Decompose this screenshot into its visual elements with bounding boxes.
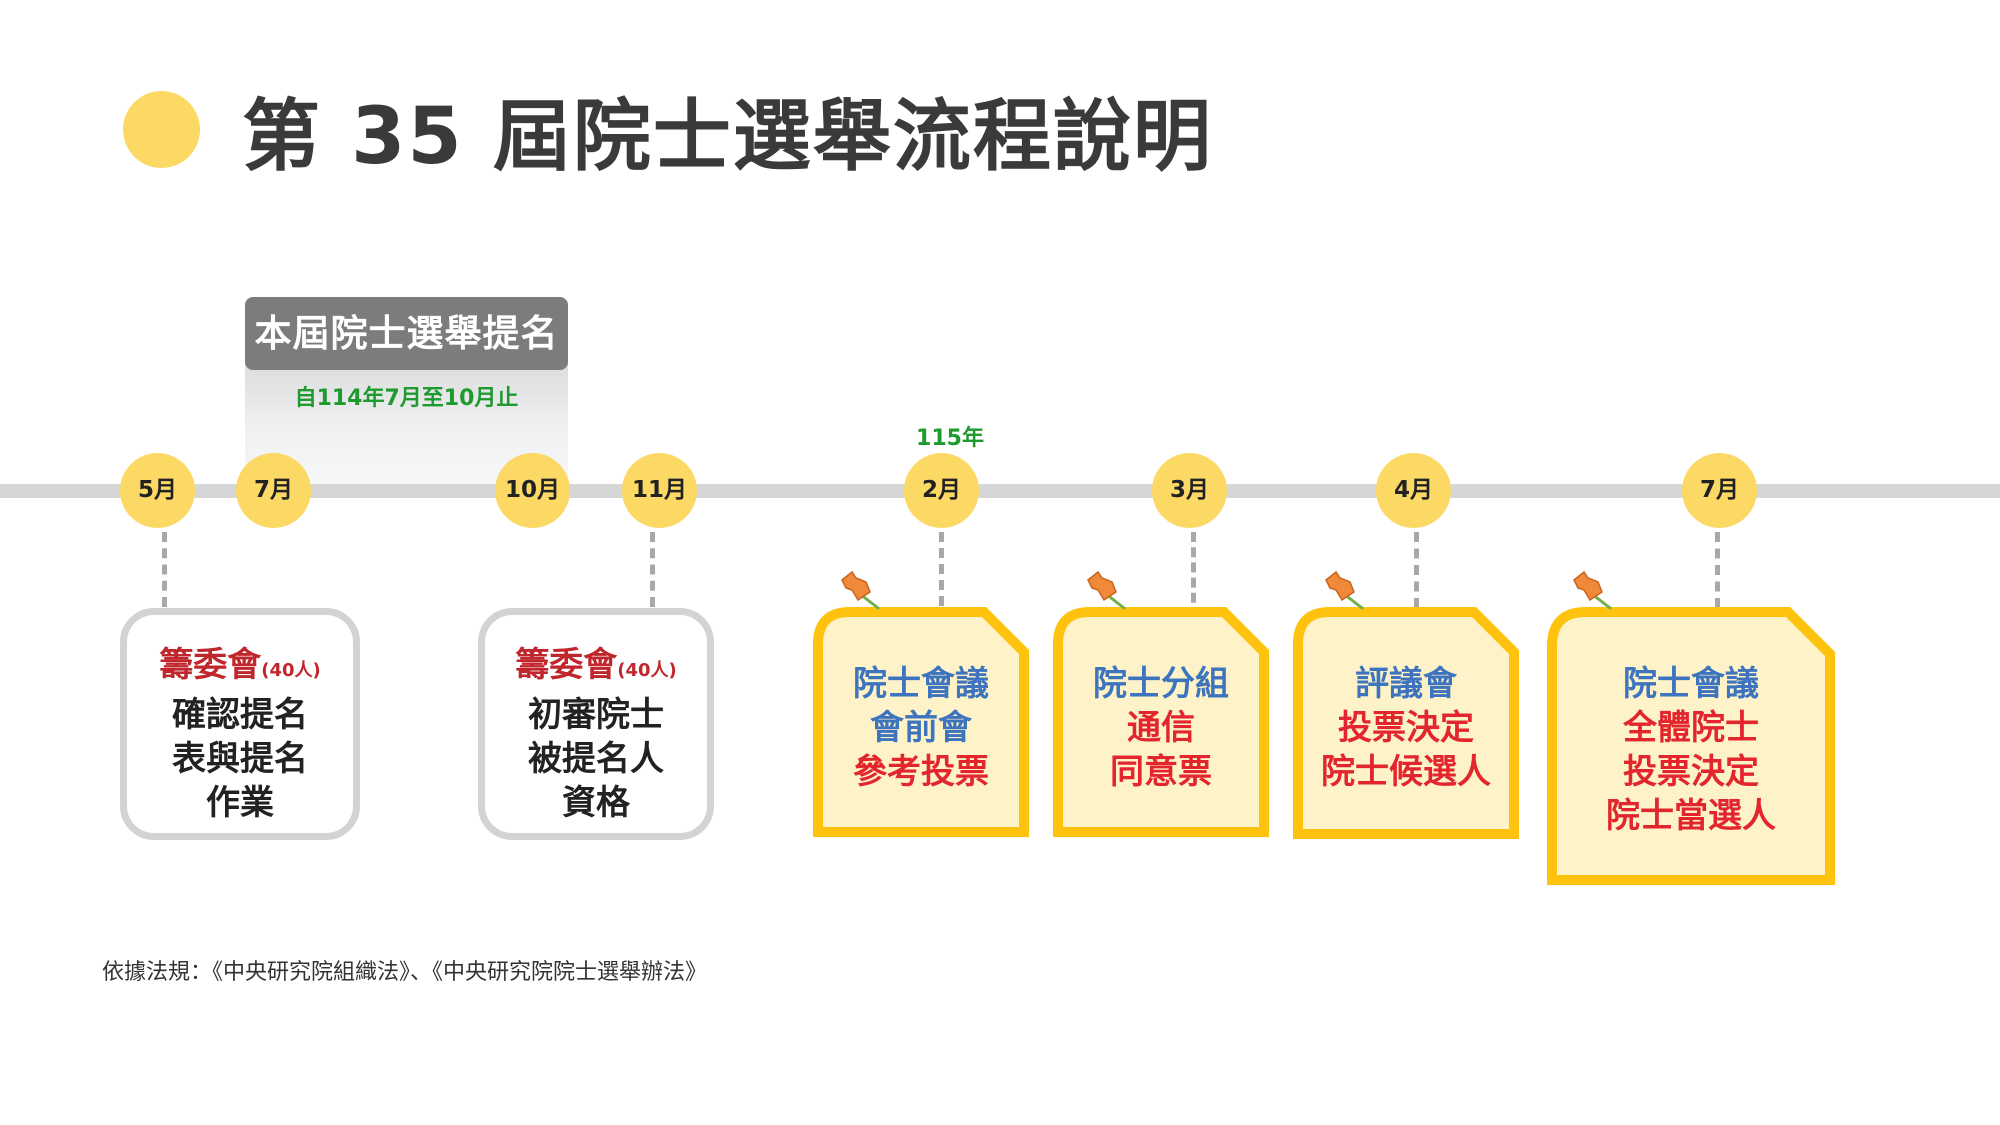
connector-line <box>1715 532 1720 608</box>
card-line: 確認提名 <box>172 695 308 735</box>
yellow-card-final-election: 院士會議 全體院士 投票決定 院士當選人 <box>1546 606 1836 886</box>
card-heading-note: (40人) <box>617 660 677 681</box>
title-dot <box>123 91 200 168</box>
card-line: 會前會 <box>870 708 972 748</box>
card-line: 被提名人 <box>528 739 664 779</box>
yellow-card-pre-meeting-vote: 院士會議 會前會 參考投票 <box>812 606 1030 838</box>
month-marker: 11月 <box>622 453 697 528</box>
nomination-header: 本屆院士選舉提名 <box>245 297 568 370</box>
pushpin-icon <box>841 570 880 610</box>
connector-line <box>939 532 944 606</box>
card-heading-note: (40人) <box>261 660 321 681</box>
card-line: 資格 <box>562 783 630 823</box>
connector-line <box>1414 532 1419 608</box>
card-heading: 籌委會(40人) <box>485 643 707 693</box>
connector-line <box>1191 532 1196 618</box>
yellow-card-division-consent: 院士分組 通信 同意票 <box>1052 606 1270 838</box>
card-heading-text: 籌委會 <box>515 645 618 685</box>
connector-line <box>162 532 167 607</box>
card-line: 院士當選人 <box>1606 796 1776 836</box>
nomination-period-label: 自114年7月至10月止 <box>294 386 519 411</box>
month-marker: 2月 <box>904 453 979 528</box>
card-line: 院士分組 <box>1093 664 1229 704</box>
month-marker: 7月 <box>1682 453 1757 528</box>
card-line: 院士候選人 <box>1321 752 1491 792</box>
month-marker: 4月 <box>1376 453 1451 528</box>
card-shape <box>1053 607 1269 837</box>
pushpin-icon <box>1325 570 1364 610</box>
card-line: 參考投票 <box>853 752 989 792</box>
pushpin-icon <box>1087 570 1126 610</box>
card-line: 通信 <box>1127 708 1195 748</box>
card-line: 院士會議 <box>1623 664 1759 704</box>
card-line: 初審院士 <box>528 695 664 735</box>
card-line: 評議會 <box>1355 664 1457 704</box>
month-marker: 7月 <box>236 453 311 528</box>
month-marker: 3月 <box>1152 453 1227 528</box>
card-line: 投票決定 <box>1623 752 1759 792</box>
yellow-card-council-decision: 評議會 投票決定 院士候選人 <box>1292 606 1520 840</box>
card-heading-text: 籌委會 <box>159 645 262 685</box>
card-shape <box>813 607 1029 837</box>
month-marker: 5月 <box>120 453 195 528</box>
card-line: 作業 <box>206 783 274 823</box>
page-title: 第 35 屆院士選舉流程說明 <box>242 92 1213 182</box>
card-shape <box>1293 607 1519 839</box>
pushpin-icon <box>1573 570 1612 610</box>
gray-card-initial-review: 籌委會(40人) 初審院士 被提名人 資格 <box>478 608 714 840</box>
card-line: 院士會議 <box>853 664 989 704</box>
gray-card-confirm-nomination: 籌委會(40人) 確認提名 表與提名 作業 <box>120 608 360 840</box>
card-shape <box>1547 607 1835 885</box>
legal-basis-note: 依據法規：《中央研究院組織法》、《中央研究院院士選舉辦法》 <box>102 960 708 985</box>
card-line: 投票決定 <box>1338 708 1474 748</box>
connector-line <box>650 532 655 607</box>
card-line: 同意票 <box>1110 752 1212 792</box>
month-marker: 10月 <box>495 453 570 528</box>
year-label: 115年 <box>916 426 984 451</box>
card-line: 全體院士 <box>1623 708 1759 748</box>
card-line: 表與提名 <box>172 739 308 779</box>
card-heading: 籌委會(40人) <box>127 643 353 693</box>
